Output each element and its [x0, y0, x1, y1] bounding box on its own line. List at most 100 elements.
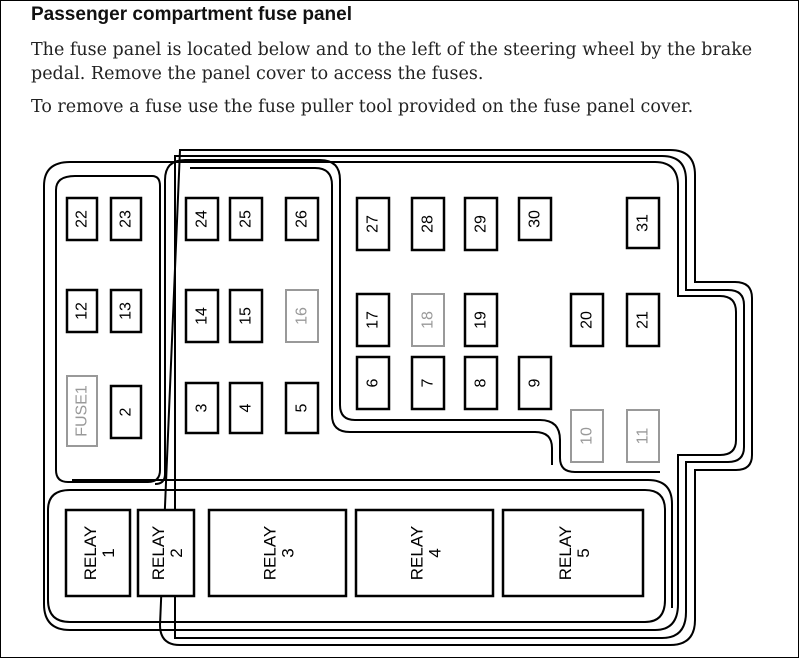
fuse-label: FUSE1	[74, 385, 91, 437]
fuse-label: 18	[420, 311, 437, 329]
fuse-section-outline-center	[185, 159, 660, 473]
fuse-12: 12	[65, 288, 99, 334]
relay-3: RELAY3	[207, 508, 348, 598]
fuse-box	[625, 292, 661, 348]
fuse-box	[517, 355, 553, 411]
fuse-23: 23	[109, 196, 143, 242]
fuse-22: 22	[65, 196, 99, 242]
fuse-label: 25	[238, 210, 255, 228]
fuse-box	[184, 288, 220, 344]
fuse-section-outline-center-inner	[190, 167, 553, 465]
fuse-5: 5	[284, 381, 320, 435]
fuse-29: 29	[463, 196, 499, 252]
fuse-box	[65, 288, 99, 334]
fuse-3: 3	[184, 381, 220, 435]
relay-box	[136, 508, 196, 598]
fuse-box	[410, 196, 446, 252]
fuse-30: 30	[517, 196, 553, 242]
relay-5: RELAY5	[501, 508, 645, 598]
fuse-box	[626, 409, 660, 463]
fuse-label: 16	[294, 307, 311, 325]
relay-4: RELAY4	[354, 508, 495, 598]
fuse-box	[109, 288, 143, 334]
fuse-7: 7	[410, 355, 446, 411]
fuse-label: 3	[194, 403, 211, 412]
fuse-box	[463, 355, 499, 411]
fuse-27: 27	[355, 196, 391, 252]
fuse-11: 11	[626, 409, 660, 463]
fuse-box	[109, 384, 143, 440]
fuse-label: 6	[365, 378, 382, 387]
fuse-2: 2	[109, 384, 143, 440]
fuse-box	[463, 292, 499, 348]
fuse-17: 17	[355, 292, 391, 348]
fuse-label: 20	[579, 311, 596, 329]
fuse-26: 26	[284, 196, 320, 242]
fuse-24: 24	[184, 196, 220, 242]
fuse-label: 11	[635, 428, 652, 445]
fuse-label: 24	[194, 210, 211, 228]
fuse-box	[355, 355, 391, 411]
housing-outline-middle	[174, 155, 745, 639]
fuse-label: 4	[238, 403, 255, 412]
fuse-6: 6	[355, 355, 391, 411]
fuse-28: 28	[410, 196, 446, 252]
fuse-19: 19	[463, 292, 499, 348]
fuse-10: 10	[570, 409, 604, 463]
fuse-16: 16	[285, 289, 319, 343]
fuse-box	[228, 288, 264, 344]
fuse-label: 19	[473, 311, 490, 329]
relay-2: RELAY2	[136, 508, 196, 598]
fuse-section-outline-center-left	[154, 159, 186, 485]
fuse-18: 18	[411, 293, 445, 347]
housing-outline-inner	[43, 161, 737, 631]
fuse-box	[66, 375, 98, 447]
fuse-20: 20	[569, 292, 605, 348]
fuse-8: 8	[463, 355, 499, 411]
fuse-label: 13	[118, 302, 135, 320]
relay-1: RELAY1	[64, 508, 132, 598]
fuse-box	[517, 196, 553, 242]
relay-box	[207, 508, 348, 598]
fuse-label: 23	[118, 210, 135, 228]
fuse-box	[284, 381, 320, 435]
relay-label: RELAY1	[81, 526, 118, 581]
fuse-section-outline-left	[55, 175, 161, 483]
relay-box	[354, 508, 495, 598]
instruction-paragraph-location: The fuse panel is located below and to t…	[31, 40, 753, 84]
fuse-4: 4	[228, 381, 264, 435]
fuse-label: 26	[294, 210, 311, 228]
fuse-label: 2	[118, 407, 135, 416]
relay-box	[64, 508, 132, 598]
fuse-label: 27	[365, 215, 382, 233]
fuse-label: 5	[294, 403, 311, 412]
fuse-label: 17	[365, 311, 382, 329]
fuse-box	[109, 196, 143, 242]
fuse-box	[184, 381, 220, 435]
fuse-label: 14	[194, 307, 211, 325]
relay-section-outline	[47, 489, 666, 623]
fuse-label: 21	[635, 311, 652, 329]
fuse-box	[228, 381, 264, 435]
fuse-box	[285, 289, 319, 343]
fuse-box	[65, 196, 99, 242]
relay-box	[501, 508, 645, 598]
fuse-label: 8	[473, 378, 490, 387]
fuse-label: 12	[74, 302, 91, 320]
fuse-14: 14	[184, 288, 220, 344]
fuse-15: 15	[228, 288, 264, 344]
relay-label: RELAY5	[556, 526, 593, 581]
fuse-label: 15	[238, 307, 255, 325]
fuse-box	[228, 196, 264, 242]
fuse-9: 9	[517, 355, 553, 411]
fuse-13: 13	[109, 288, 143, 334]
fuse-label: 22	[74, 210, 91, 228]
fuse-box	[625, 196, 661, 250]
fuse-label: 9	[527, 378, 544, 387]
housing-outline-outer	[158, 149, 753, 646]
fuse-fuse1: FUSE1	[66, 375, 98, 447]
fuse-label: 31	[635, 214, 652, 232]
